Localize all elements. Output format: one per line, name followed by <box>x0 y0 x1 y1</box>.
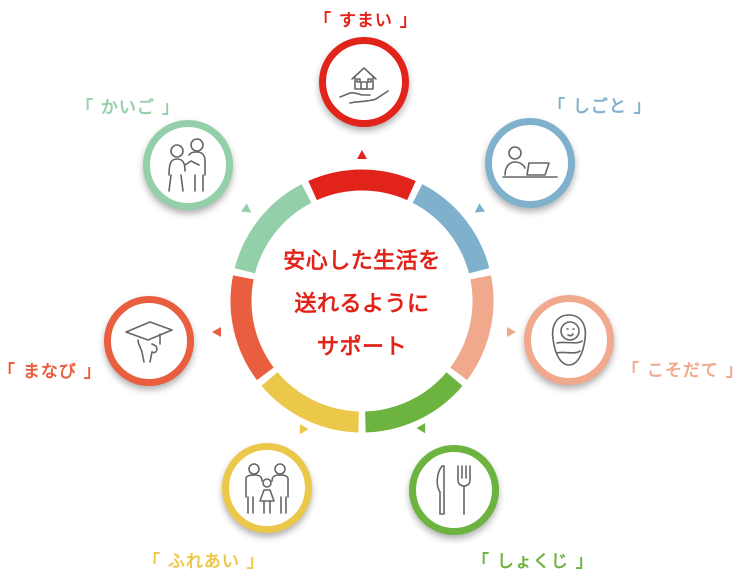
center-line-2: 送れるように <box>294 292 430 317</box>
baby-icon <box>551 314 587 366</box>
label-kosodate: 「 こそだて 」 <box>622 361 744 381</box>
node-manabi <box>104 296 194 386</box>
ring-segment-shokuji <box>364 372 463 433</box>
ring-segment-shigoto <box>412 184 490 274</box>
label-shokuji: 「 しょくじ 」 <box>472 552 594 572</box>
node-fureai <box>222 443 312 533</box>
center-message: 安心した生活を 送れるように サポート <box>262 240 462 369</box>
label-manabi: 「 まなび 」 <box>0 362 102 382</box>
ring-segment-sumai <box>308 169 416 201</box>
arrow-kosodate <box>507 327 516 337</box>
label-fureai: 「 ふれあい 」 <box>143 552 265 572</box>
node-kosodate <box>524 295 614 385</box>
knife-fork-icon <box>436 465 471 515</box>
arrow-sumai <box>357 150 367 159</box>
node-sumai <box>319 37 409 127</box>
label-shigoto: 「 しごと 」 <box>548 97 652 117</box>
family-icon <box>245 463 289 514</box>
laptop-worker-icon <box>502 146 558 178</box>
label-kaigo: 「 かいご 」 <box>76 98 180 118</box>
arrow-manabi <box>212 327 221 337</box>
ring-segment-fureai <box>261 372 360 433</box>
center-line-3: サポート <box>316 335 407 360</box>
ring-segment-kosodate <box>450 275 494 381</box>
center-line-1: 安心した生活を <box>283 249 441 274</box>
ring-segment-kaigo <box>234 184 312 274</box>
graduation-cap-icon <box>125 321 173 363</box>
ring-segment-manabi <box>230 275 274 381</box>
node-kaigo <box>143 120 233 210</box>
house-hand-icon <box>339 67 389 104</box>
node-shigoto <box>485 118 575 208</box>
node-shokuji <box>409 445 499 535</box>
elderly-care-icon <box>168 138 206 192</box>
label-sumai: 「 すまい 」 <box>314 11 418 31</box>
